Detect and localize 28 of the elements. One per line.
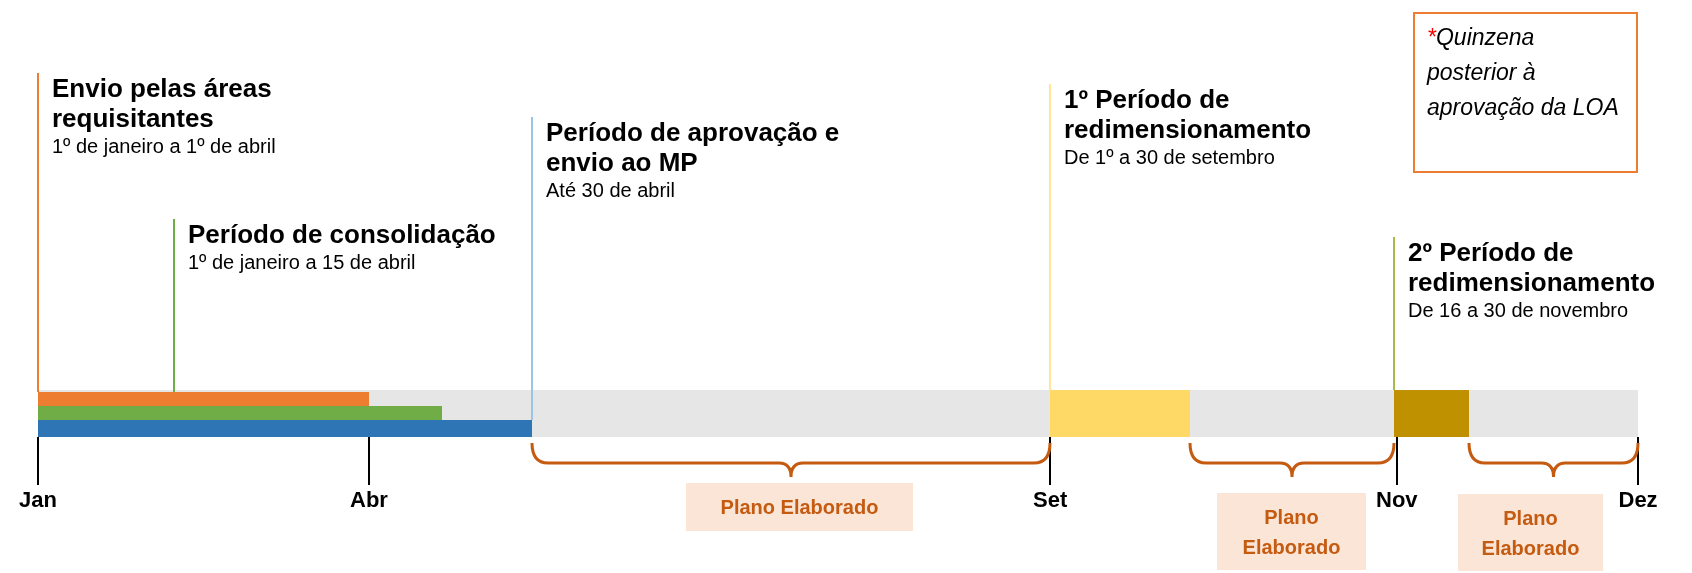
phase-heading: 2º Período de redimensionamento — [1408, 237, 1657, 297]
leader-line — [1393, 236, 1395, 391]
phase-heading: Período de consolidação — [188, 219, 497, 249]
month-label: Dez — [1618, 487, 1658, 513]
leader-line — [1049, 83, 1051, 391]
month-label: Set — [1033, 487, 1068, 513]
timeline-bar — [1394, 390, 1469, 437]
date-range-text: 1º de janeiro a 1º de abril — [52, 134, 277, 159]
timeline-bar — [1050, 390, 1190, 437]
leader-line — [37, 72, 39, 393]
month-label: Jan — [19, 487, 57, 513]
plan-label: Plano Elaborado — [686, 483, 913, 531]
phase-heading: 1º Período de redimensionamento — [1064, 84, 1313, 144]
leader-line — [531, 116, 533, 421]
timeline-bar — [38, 406, 442, 420]
date-range-text: 1º de janeiro a 15 de abril — [188, 250, 417, 275]
note-box: *Quinzena posterior à aprovação da LOA — [1413, 12, 1638, 173]
timeline-bar — [38, 392, 369, 406]
date-range-text: De 16 a 30 de novembro — [1408, 298, 1630, 323]
timeline-bar — [38, 420, 532, 437]
plan-label: Plano Elaborado — [1217, 493, 1366, 570]
phase-heading: Envio pelas áreas requisitantes — [52, 73, 273, 133]
month-label: Abr — [350, 487, 388, 513]
date-range-text: Até 30 de abril — [546, 178, 676, 203]
date-range-text: De 1º a 30 de setembro — [1064, 145, 1276, 170]
plan-label: Plano Elaborado — [1458, 494, 1603, 571]
phase-heading: Período de aprovação e envio ao MP — [546, 117, 841, 177]
month-label: Nov — [1376, 487, 1418, 513]
